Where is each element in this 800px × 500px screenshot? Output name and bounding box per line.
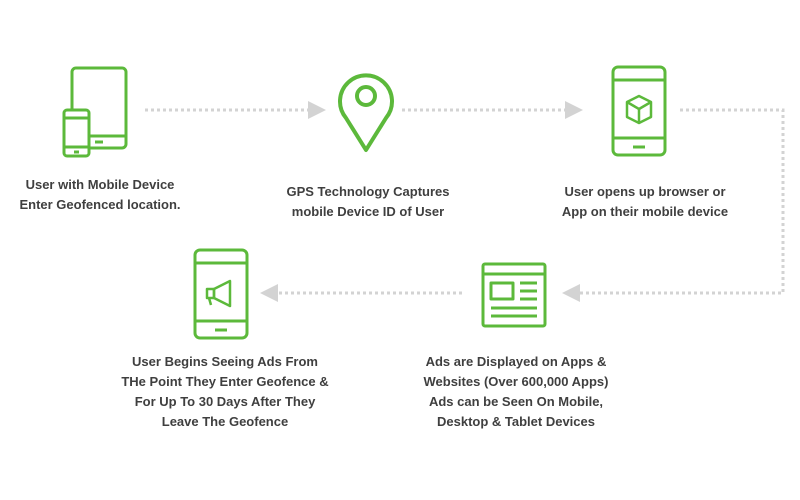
connector-step3-to-step4	[562, 108, 785, 302]
step-5-caption-line: User Begins Seeing Ads From	[132, 354, 318, 369]
step-5-caption-line: For Up To 30 Days After They	[134, 394, 316, 409]
step-3-caption-line: App on their mobile device	[561, 204, 729, 219]
tablet-and-phone-icon	[62, 66, 128, 158]
connector-step2-to-step3	[402, 101, 583, 119]
cube-icon	[625, 94, 653, 125]
arrow-right-icon	[308, 101, 326, 119]
step-4-caption-line: Websites (Over 600,000 Apps)	[423, 374, 609, 389]
arrow-left-icon	[562, 284, 580, 302]
megaphone-icon	[205, 279, 232, 308]
map-pin-icon	[338, 73, 394, 152]
step-3-caption: User opens up browser or App on their mo…	[545, 182, 745, 222]
arrow-left-icon	[260, 284, 278, 302]
connector-step1-to-step2	[145, 101, 326, 119]
step-4-caption-line: Ads are Displayed on Apps &	[425, 354, 607, 369]
step-1-caption-line: User with Mobile Device	[25, 177, 175, 192]
step-4-caption-line: Desktop & Tablet Devices	[437, 414, 595, 429]
step-2-caption-line: GPS Technology Captures	[286, 184, 450, 199]
step-2-caption-line: mobile Device ID of User	[291, 204, 445, 219]
step-1-caption: User with Mobile Device Enter Geofenced …	[0, 175, 200, 215]
step-1-caption-line: Enter Geofenced location.	[19, 197, 181, 212]
step-5-caption-line: THe Point They Enter Geofence &	[121, 374, 329, 389]
step-5-caption-line: Leave The Geofence	[161, 414, 289, 429]
step-2-caption: GPS Technology Captures mobile Device ID…	[268, 182, 468, 222]
step-4-caption: Ads are Displayed on Apps & Websites (Ov…	[400, 352, 632, 432]
phone-icon	[62, 108, 91, 158]
step-3-caption-line: User opens up browser or	[564, 184, 726, 199]
phone-with-megaphone-icon	[193, 248, 249, 340]
step-4-caption-line: Ads can be Seen On Mobile,	[428, 394, 604, 409]
phone-with-cube-icon	[611, 65, 667, 157]
arrow-right-icon	[565, 101, 583, 119]
connector-step4-to-step5	[260, 284, 462, 302]
web-page-icon	[481, 262, 547, 328]
step-5-caption: User Begins Seeing Ads From THe Point Th…	[100, 352, 350, 432]
